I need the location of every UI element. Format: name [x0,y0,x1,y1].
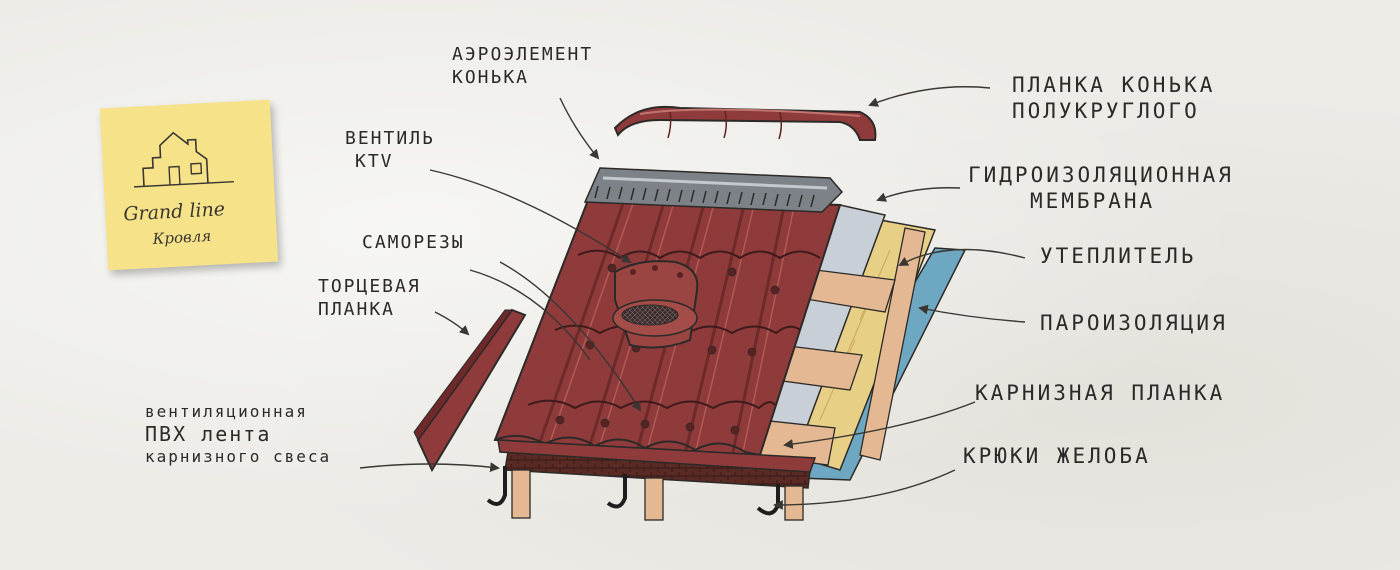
label-pvc-tape: вентиляционная ПВХ лента карнизного свес… [145,402,332,466]
brand-name: Grand line [122,198,226,226]
label-insulation: УТЕПЛИТЕЛЬ [1040,244,1197,268]
brand-sticky-note: Grand line Кровля [99,99,279,271]
label-vapor-barrier: ПАРОИЗОЛЯЦИЯ [1040,311,1228,335]
wood-battens [751,227,926,466]
label-end-plank: ТОРЦЕВАЯ ПЛАНКА [318,276,421,320]
aero-ridge-element [583,167,844,213]
ridge-plank [613,105,877,141]
label-ktv-valve: ВЕНТИЛЬ KTV [345,128,435,172]
eave-structure [486,439,817,521]
label-gutter-hooks: КРЮКИ ЖЕЛОБА [963,444,1151,468]
end-plank [413,308,527,473]
label-aero-ridge: АЭРОЭЛЕМЕНТ КОНЬКА [452,44,594,88]
ktv-valve [612,260,699,349]
label-screws: САМОРЕЗЫ [362,232,465,253]
label-eave-plank: КАРНИЗНАЯ ПЛАНКА [975,381,1226,405]
brand-subtitle: Кровля [152,226,212,248]
house-logo-icon [133,131,234,188]
label-ridge-plank: ПЛАНКА КОНЬКА ПОЛУКРУГЛОГО [1012,73,1216,124]
leader-arrows [359,86,1026,510]
label-waterproof-membrane: ГИДРОИЗОЛЯЦИОННАЯ МЕМБРАНА [968,163,1234,214]
